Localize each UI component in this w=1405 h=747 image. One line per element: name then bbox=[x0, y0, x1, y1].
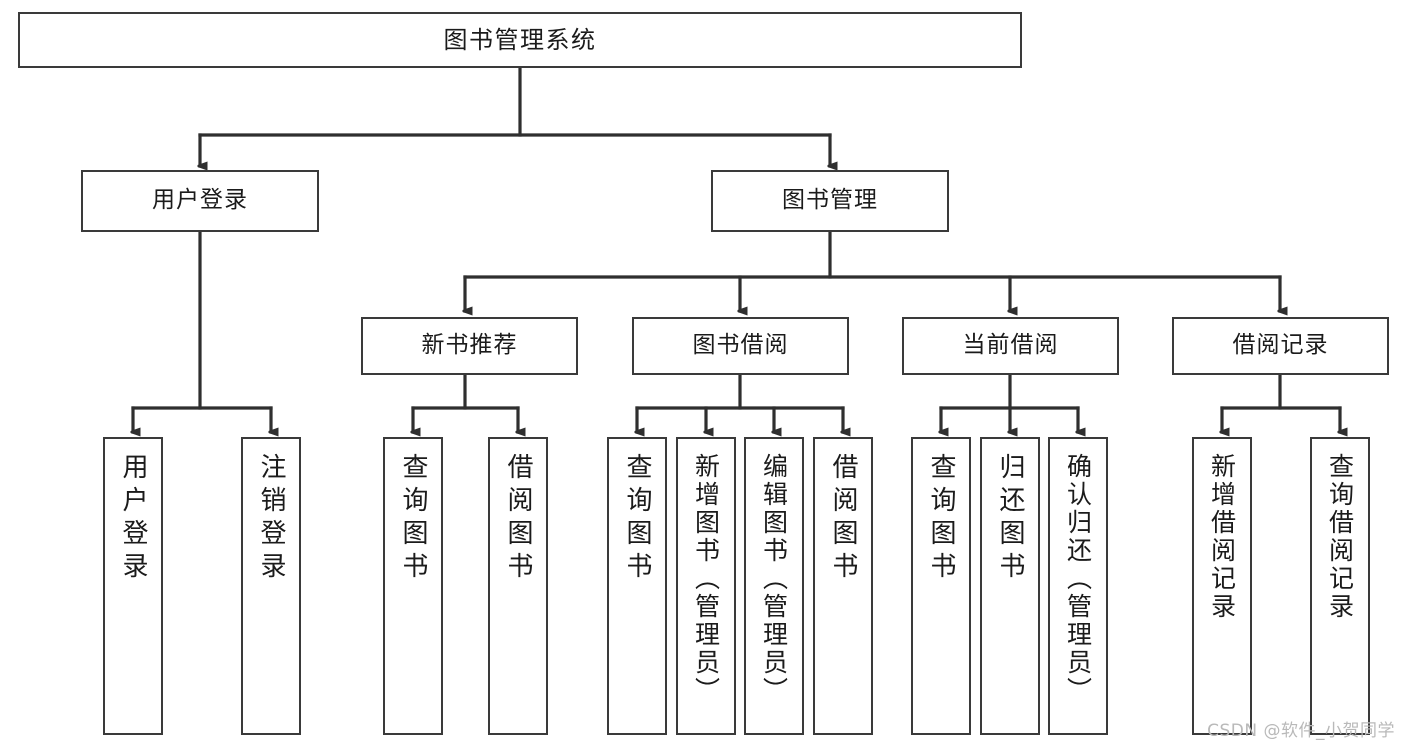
node-book-borrow[interactable]: 图书借阅 bbox=[632, 317, 849, 375]
node-label: 图书借阅 bbox=[692, 332, 789, 359]
node-label: 查询图书 bbox=[398, 453, 428, 585]
leaf-confirm-return-admin[interactable]: 确认归还（管理员） bbox=[1048, 437, 1108, 735]
node-label: 注销登录 bbox=[256, 453, 286, 585]
node-label: 图书管理 bbox=[782, 187, 878, 214]
node-label: 新增借阅记录 bbox=[1207, 453, 1237, 621]
node-label: 新增图书（管理员） bbox=[691, 453, 721, 705]
node-label: 查询图书 bbox=[622, 453, 652, 585]
node-label: 确认归还（管理员） bbox=[1063, 453, 1093, 705]
leaf-logout[interactable]: 注销登录 bbox=[241, 437, 301, 735]
node-book-management[interactable]: 图书管理 bbox=[711, 170, 949, 232]
node-user-login[interactable]: 用户登录 bbox=[81, 170, 319, 232]
node-label: 编辑图书（管理员） bbox=[759, 453, 789, 705]
node-label: 用户登录 bbox=[118, 453, 148, 585]
node-current-borrow[interactable]: 当前借阅 bbox=[902, 317, 1119, 375]
node-borrow-record[interactable]: 借阅记录 bbox=[1172, 317, 1389, 375]
node-label: 当前借阅 bbox=[962, 332, 1059, 359]
leaf-add-borrow-record[interactable]: 新增借阅记录 bbox=[1192, 437, 1252, 735]
leaf-edit-book-admin[interactable]: 编辑图书（管理员） bbox=[744, 437, 804, 735]
leaf-query-book-recommend[interactable]: 查询图书 bbox=[383, 437, 443, 735]
leaf-query-book-current[interactable]: 查询图书 bbox=[911, 437, 971, 735]
node-label: 借阅记录 bbox=[1232, 332, 1329, 359]
leaf-borrow-book[interactable]: 借阅图书 bbox=[813, 437, 873, 735]
leaf-user-login[interactable]: 用户登录 bbox=[103, 437, 163, 735]
csdn-watermark: CSDN @软件_小贺同学 bbox=[1207, 721, 1395, 741]
node-label: 用户登录 bbox=[152, 187, 248, 214]
node-label: 归还图书 bbox=[995, 453, 1025, 585]
node-label: 借阅图书 bbox=[503, 453, 533, 585]
node-label: 图书管理系统 bbox=[443, 25, 597, 54]
leaf-return-book[interactable]: 归还图书 bbox=[980, 437, 1040, 735]
node-label: 新书推荐 bbox=[421, 332, 518, 359]
leaf-query-book-borrow[interactable]: 查询图书 bbox=[607, 437, 667, 735]
leaf-query-borrow-record[interactable]: 查询借阅记录 bbox=[1310, 437, 1370, 735]
node-label: 借阅图书 bbox=[828, 453, 858, 585]
node-root-system[interactable]: 图书管理系统 bbox=[18, 12, 1022, 68]
leaf-borrow-book-recommend[interactable]: 借阅图书 bbox=[488, 437, 548, 735]
node-new-book-recommend[interactable]: 新书推荐 bbox=[361, 317, 578, 375]
node-label: 查询图书 bbox=[926, 453, 956, 585]
leaf-add-book-admin[interactable]: 新增图书（管理员） bbox=[676, 437, 736, 735]
node-label: 查询借阅记录 bbox=[1325, 453, 1355, 621]
